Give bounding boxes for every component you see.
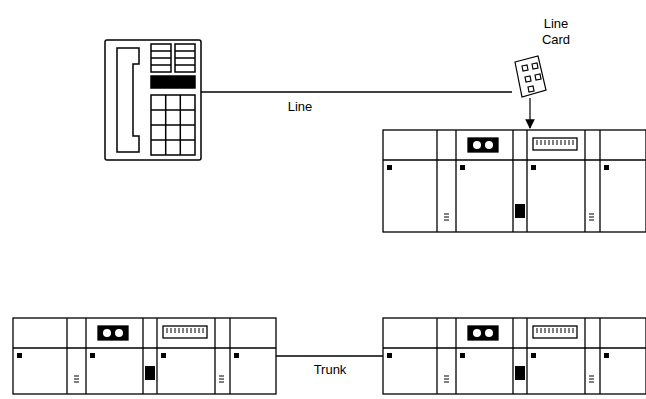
component-label: Line Card bbox=[536, 16, 576, 48]
telephone bbox=[105, 40, 201, 160]
trunk-line bbox=[276, 355, 383, 357]
subscriber-line bbox=[201, 91, 512, 93]
switch-cabinet bbox=[383, 130, 646, 232]
line-card bbox=[515, 56, 546, 128]
trunk-label: Trunk bbox=[300, 362, 360, 378]
line-label: Line bbox=[270, 99, 330, 115]
switch-cabinet bbox=[13, 318, 276, 394]
switch-cabinet bbox=[383, 318, 646, 394]
